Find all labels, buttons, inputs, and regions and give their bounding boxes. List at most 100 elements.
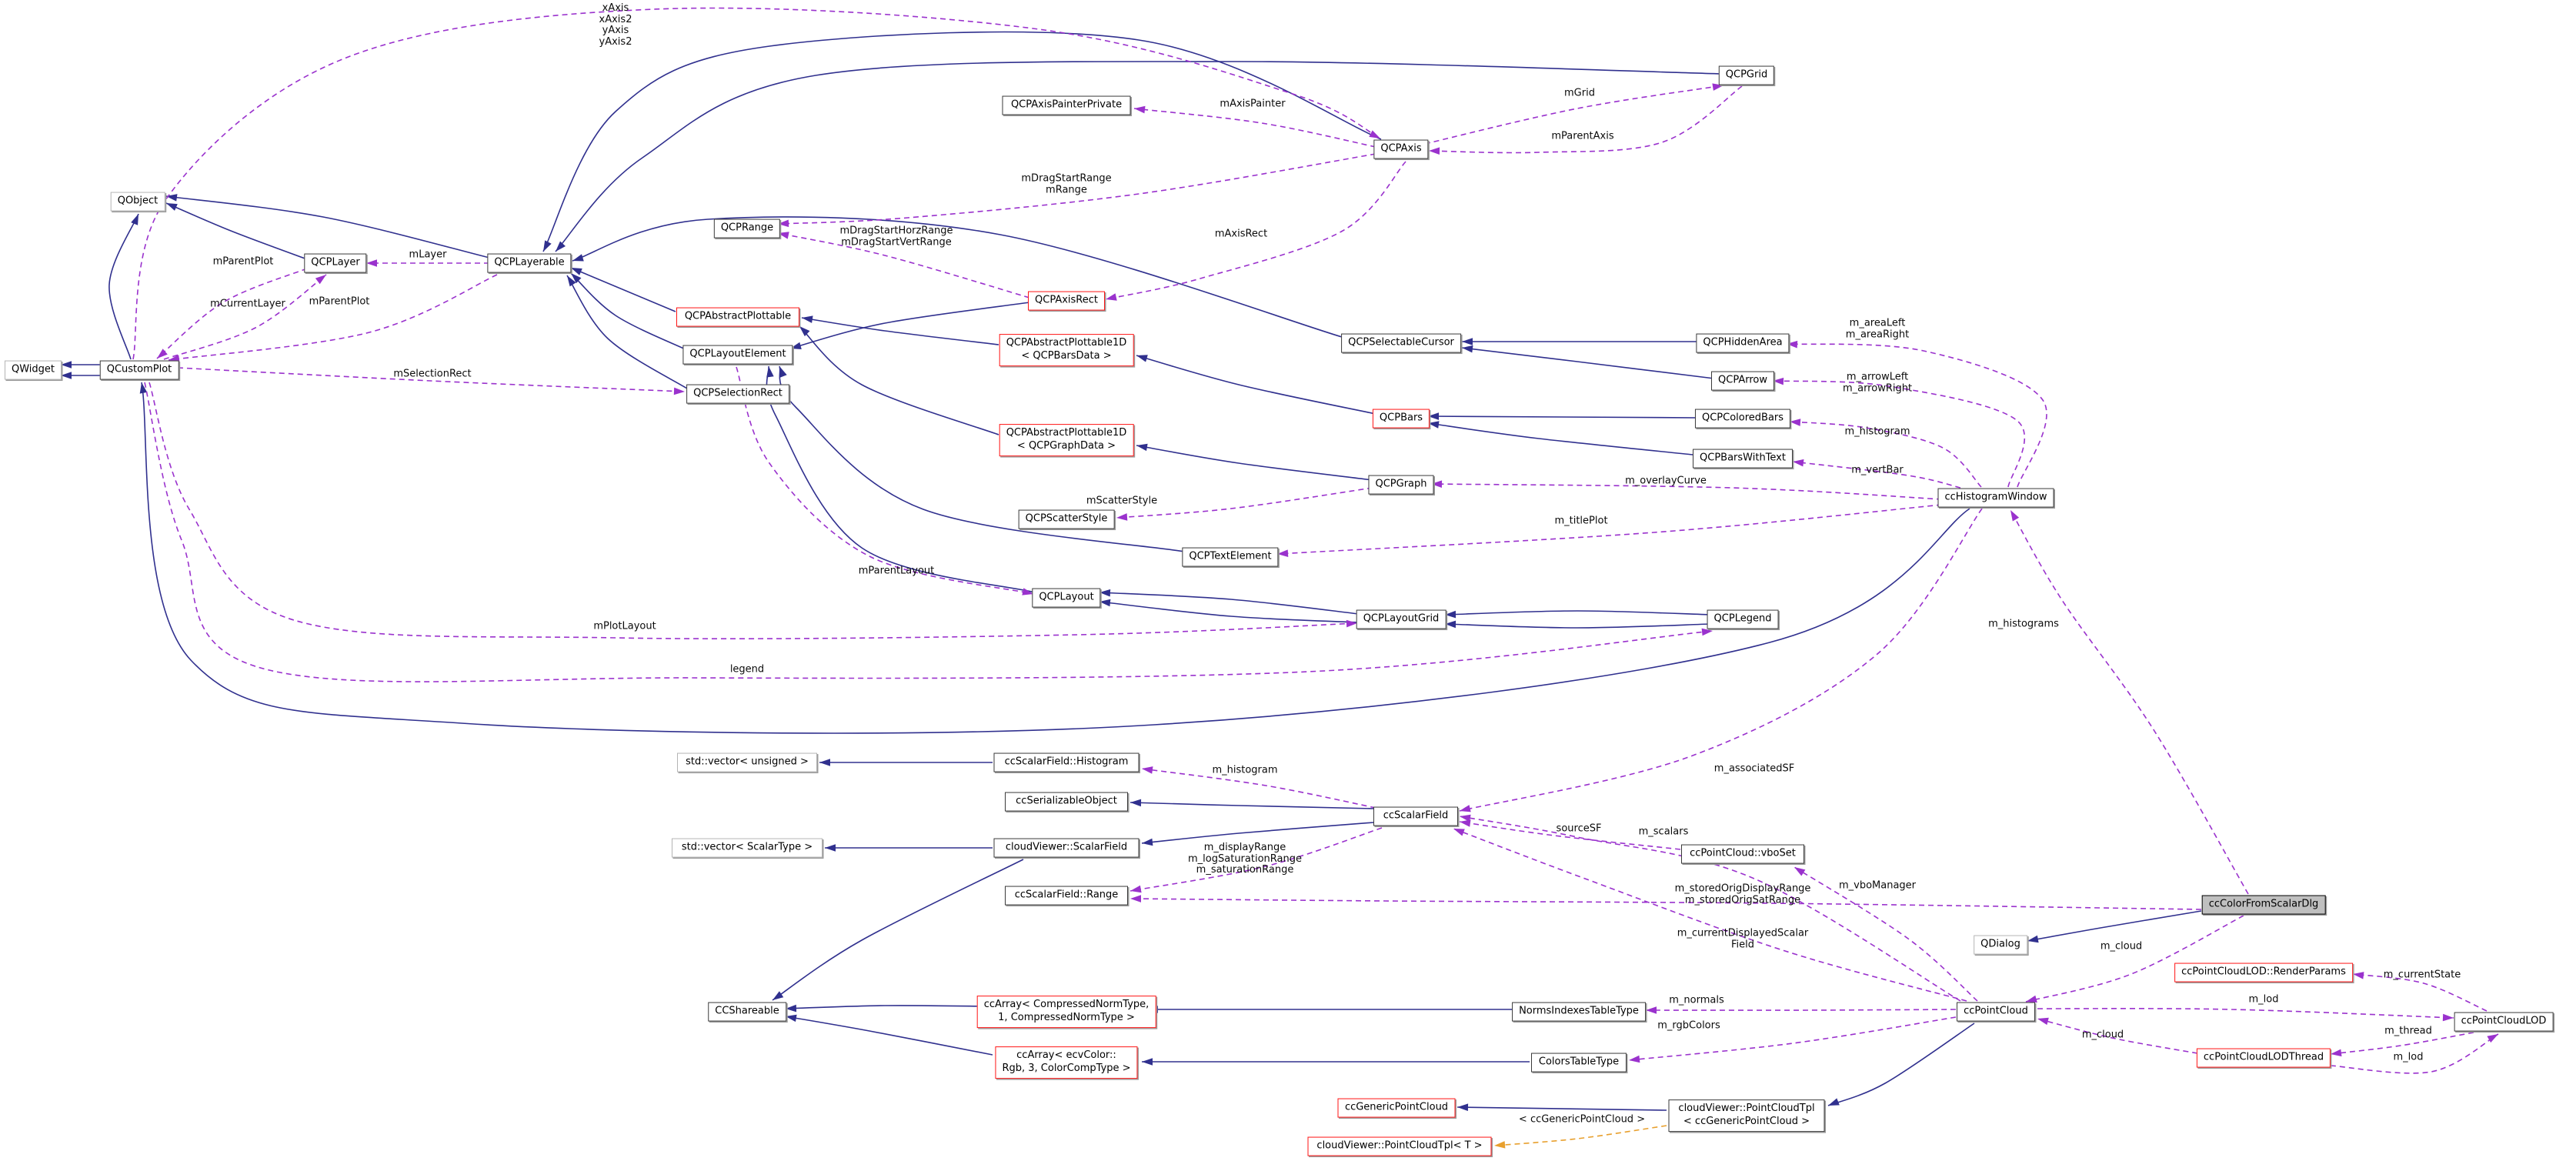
edge-qcplayoutelement-to-qcplayout (736, 366, 1034, 595)
class-node-dlg: ccColorFromScalarDlg (2201, 895, 2326, 915)
edge-qcptextelement-to-qcplayoutelement (779, 365, 1186, 552)
edge-qcplayer-to-qcustomplot (156, 268, 308, 359)
arrowhead-qcprange (778, 232, 789, 239)
edge-label-mAxisRect: mAxisRect (1214, 228, 1268, 240)
arrowhead-ccshareable (786, 1014, 797, 1023)
class-node-qcpaxis[interactable]: QCPAxis (1373, 139, 1429, 159)
edge-label-< ccGenericPointCloud >: < ccGenericPointCloud > (1518, 1113, 1646, 1126)
class-node-ccshareable[interactable]: CCShareable (708, 1002, 786, 1022)
arrowhead-ccpointcloudlod (2487, 1034, 2498, 1043)
class-node-qcprange[interactable]: QCPRange (713, 219, 781, 239)
edge-cvscalarfield-to-ccshareable (772, 859, 1024, 1001)
arrowhead-qcpbarswithtext (1793, 459, 1804, 467)
class-node-qcpcoloredbars[interactable]: QCPColoredBars (1694, 409, 1791, 429)
class-node-qcplayerable[interactable]: QCPLayerable (487, 253, 572, 273)
edge-label-m_arrowLeft: m_arrowLeft m_arrowRight (1842, 371, 1913, 394)
class-node-ccserializableobject[interactable]: ccSerializableObject (1005, 792, 1128, 812)
edge-ccpointcloud-to-colorstable (1628, 1016, 1957, 1061)
arrowhead-qcplegend (1701, 628, 1713, 636)
class-node-qcplayer[interactable]: QCPLayer (304, 253, 367, 273)
arrowhead-ccpointcloud (2037, 1017, 2049, 1026)
arrowhead-qcplayer (315, 275, 326, 285)
arrowhead-qcpaxispainterprivate (1134, 105, 1146, 114)
class-node-qwidget: QWidget (4, 360, 62, 380)
class-node-qcpaxisrect[interactable]: QCPAxisRect (1028, 291, 1105, 311)
arrowhead-qcplayerable (571, 273, 582, 284)
arrowhead-normstable (1646, 1006, 1657, 1014)
class-node-cvscalarfield[interactable]: cloudViewer::ScalarField (993, 838, 1140, 858)
class-node-plottable1dbars[interactable]: QCPAbstractPlottable1D < QCPBarsData > (999, 334, 1134, 366)
edge-ccscalarfield-to-sfrange (1130, 827, 1383, 892)
edge-ccscalarfield-to-ccserializableobject (1130, 802, 1374, 809)
arrowhead-qcpaxis (1429, 147, 1440, 155)
class-node-qcpselectablecursor[interactable]: QCPSelectableCursor (1341, 333, 1461, 353)
edge-qcpbarswithtext-to-qcpbars (1427, 422, 1693, 455)
edge-ccpointcloudlod-to-renderparams (2352, 973, 2488, 1012)
class-node-lodthread[interactable]: ccPointCloudLODThread (2196, 1048, 2331, 1068)
edge-ccpointcloud-to-normstable (1645, 1009, 1957, 1011)
class-node-ccpointcloudlod[interactable]: ccPointCloudLOD (2454, 1012, 2554, 1032)
edge-label-m_histogram: m_histogram (1212, 764, 1278, 776)
edge-label-mParentLayout: mParentLayout (858, 565, 935, 577)
class-node-normstable[interactable]: NormsIndexesTableType (1512, 1002, 1646, 1022)
edge-qcpaxisrect-to-qcplayoutelement (789, 302, 1030, 349)
edge-qcustomplot-to-qcplayer (163, 274, 327, 360)
class-node-qcpabstractplottable[interactable]: QCPAbstractPlottable (676, 307, 799, 327)
class-node-ccpointcloud[interactable]: ccPointCloud (1957, 1002, 2035, 1022)
arrowhead-ccscalarfield (1460, 805, 1471, 812)
arrowhead-pctplcc (1828, 1098, 1840, 1106)
class-node-vboset[interactable]: ccPointCloud::vboSet (1681, 844, 1804, 864)
class-node-plottable1dgraph[interactable]: QCPAbstractPlottable1D < QCPGraphData > (999, 424, 1134, 456)
arrowhead-ccshareable (772, 991, 784, 1000)
edge-qcplayer-to-qobject (165, 202, 308, 260)
arrowhead-qcplayoutelement (766, 366, 774, 378)
class-node-colorstable[interactable]: ColorsTableType (1531, 1053, 1627, 1073)
class-node-qcpscatterstyle[interactable]: QCPScatterStyle (1018, 509, 1115, 529)
edge-qcpgraph-to-qcpscatterstyle (1116, 487, 1373, 519)
class-node-renderparams[interactable]: ccPointCloudLOD::RenderParams (2174, 962, 2353, 983)
class-node-qcphiddenarea[interactable]: QCPHiddenArea (1696, 333, 1790, 353)
class-node-pctplcc[interactable]: cloudViewer::PointCloudTpl < ccGenericPo… (1668, 1099, 1825, 1132)
class-node-qcpbars[interactable]: QCPBars (1372, 409, 1430, 429)
class-node-cchistogramwindow[interactable]: ccHistogramWindow (1937, 488, 2054, 508)
edge-qcpselectionrect-to-qcplayerable (566, 275, 688, 389)
edge-label-m_histogram: m_histogram (1844, 425, 1910, 438)
arrowhead-vecscalartype (825, 844, 836, 852)
class-node-qcustomplot[interactable]: QCustomPlot (99, 360, 179, 380)
class-node-qcpaxispainterprivate[interactable]: QCPAxisPainterPrivate (1002, 95, 1131, 115)
class-node-qcparrow[interactable]: QCPArrow (1711, 371, 1774, 391)
class-node-qcpgrid[interactable]: QCPGrid (1718, 65, 1775, 85)
arrowhead-renderparams (2353, 972, 2364, 979)
class-node-qcpselectionrect[interactable]: QCPSelectionRect (686, 384, 789, 404)
class-node-qcptextelement[interactable]: QCPTextElement (1182, 547, 1279, 567)
edge-label-m_displayRange: m_displayRange m_logSaturationRange m_sa… (1188, 842, 1302, 876)
edge-label-xAxis: xAxis xAxis2 yAxis yAxis2 (599, 2, 632, 48)
arrowhead-qcpbars (1428, 412, 1439, 420)
arrowhead-plottable1dgraph (1136, 443, 1148, 452)
arrowhead-ccserializableobject (1130, 799, 1142, 807)
edge-label-m_cloud: m_cloud (2081, 1029, 2124, 1041)
class-node-qcplayoutelement[interactable]: QCPLayoutElement (682, 345, 793, 365)
edge-qcpbars-to-plottable1dbars (1136, 355, 1376, 415)
edge-ccarraynorm-to-ccshareable (785, 1005, 988, 1009)
class-node-qcpbarswithtext[interactable]: QCPBarsWithText (1693, 449, 1793, 469)
class-node-qcplayout[interactable]: QCPLayout (1032, 588, 1101, 608)
class-node-sfhistogram[interactable]: ccScalarField::Histogram (993, 752, 1140, 772)
edge-qcustomplot-to-qcpaxis (132, 7, 1381, 360)
class-node-ccgenericpointcloud[interactable]: ccGenericPointCloud (1337, 1098, 1456, 1118)
class-node-pctplt[interactable]: cloudViewer::PointCloudTpl< T > (1307, 1136, 1492, 1156)
edge-label-m_thread: m_thread (2384, 1025, 2432, 1037)
class-node-qcplayoutgrid[interactable]: QCPLayoutGrid (1356, 609, 1446, 629)
edge-ccpointcloud-to-ccpointcloudlod (2037, 1008, 2454, 1019)
class-node-qcpgraph[interactable]: QCPGraph (1368, 475, 1434, 495)
edge-qcpaxis-to-qcpgrid (1424, 85, 1724, 145)
class-node-ccarraynorm[interactable]: ccArray< CompressedNormType, 1, Compress… (976, 996, 1156, 1028)
edge-label-mAxisPainter: mAxisPainter (1220, 98, 1286, 110)
class-node-sfrange[interactable]: ccScalarField::Range (1005, 886, 1128, 906)
edge-qcpaxis-to-qcprange (777, 153, 1376, 225)
class-node-ccscalarfield[interactable]: ccScalarField (1373, 806, 1458, 826)
edge-label-mParentAxis: mParentAxis (1551, 130, 1614, 142)
class-node-ccarrayrgb[interactable]: ccArray< ecvColor:: Rgb, 3, ColorCompTyp… (995, 1046, 1138, 1079)
class-node-qcplegend[interactable]: QCPLegend (1707, 609, 1779, 629)
